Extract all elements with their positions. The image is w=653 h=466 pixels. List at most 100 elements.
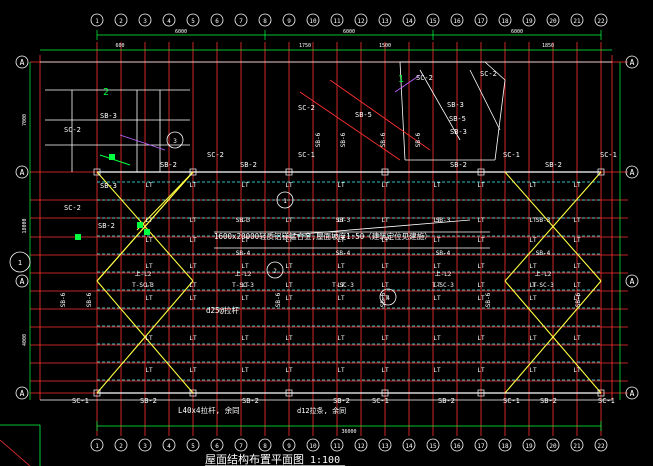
label-sb6-vertical: SB-6	[485, 292, 492, 307]
label-lt: LT	[285, 217, 293, 224]
label-lt: LT	[573, 367, 581, 374]
label-lt: LT	[337, 295, 345, 302]
axis-bubble-top	[546, 13, 560, 27]
label-lt: LT	[381, 367, 389, 374]
label-sb2-top-d: SB-2	[160, 161, 177, 169]
label-sb4: SB-4	[536, 250, 551, 257]
label-lt: LT	[337, 263, 345, 270]
axis-bubble-side	[625, 386, 639, 400]
dim-text-left: 4000	[22, 334, 28, 346]
label-lt: LT	[433, 295, 441, 302]
label-tsc3: T-SC-3	[532, 282, 554, 289]
label-lt: LT	[337, 367, 345, 374]
label-sb6-vertical: SB-6	[275, 292, 282, 307]
label-sc1-top-c: SC-1	[600, 151, 617, 159]
label-sb3-ul-b: SB-3	[100, 182, 117, 190]
label-lt: LT	[529, 282, 537, 289]
column-node	[597, 168, 605, 176]
axis-bubble-side	[15, 55, 29, 69]
axis-bubble-side	[15, 165, 29, 179]
note-d12: d12拉条, 余同	[297, 406, 346, 415]
axis-bubble-top	[594, 13, 608, 27]
note-c25: d25@拉杆	[206, 305, 240, 315]
label-sb4: SB-4	[436, 250, 451, 257]
dim-text-top: 6000	[511, 29, 523, 35]
label-lt: LT	[477, 237, 485, 244]
cross-bracing	[136, 171, 194, 231]
label-lt: LT	[433, 237, 441, 244]
label-lt: LT	[433, 335, 441, 342]
axis-number-bottom: 11	[333, 443, 341, 450]
label-sc2-ur-b: SC-2	[480, 70, 497, 78]
axis-number-bottom: 14	[405, 443, 413, 450]
label-lt: LT	[145, 335, 153, 342]
dim-text-top: 6000	[175, 29, 187, 35]
label-lt: LT	[241, 335, 249, 342]
number-1: 1	[398, 74, 404, 85]
label-sb3: SB-3	[536, 217, 551, 224]
dim-text-top: 6000	[343, 29, 355, 35]
axis-number-bottom: 17	[477, 443, 485, 450]
label-lt: LT	[189, 367, 197, 374]
label-lt: LT	[433, 263, 441, 270]
label-sb6-vertical: SB-6	[340, 132, 347, 147]
axis-number-bottom: 15	[429, 443, 437, 450]
label-lt: LT	[381, 217, 389, 224]
axis-number-top: 20	[549, 18, 557, 25]
cross-bracing	[504, 171, 602, 282]
section-callout	[166, 131, 184, 149]
axis-number-top: 6	[215, 18, 219, 25]
section-callout-text: 1	[283, 198, 287, 205]
upper-right-diag	[469, 69, 501, 131]
label-sb5-ur-b: SB-5	[449, 115, 466, 123]
label-lt: LT	[433, 217, 441, 224]
axis-bubble-side-text: A	[20, 168, 25, 177]
drawing-scale: 1:100	[310, 455, 340, 466]
label-sb3-ur: SB-3	[447, 101, 464, 109]
axis-bubble-bottom	[114, 438, 128, 452]
axis-bubble-top	[90, 13, 104, 27]
label-sb2-top-c: SB-2	[545, 161, 562, 169]
label-lt: LT	[285, 295, 293, 302]
label-lt: LT	[241, 182, 249, 189]
axis-bubble-side	[15, 386, 29, 400]
label-lt: LT	[189, 335, 197, 342]
axis-number-bottom: 16	[453, 443, 461, 450]
axis-number-bottom: 6	[215, 443, 219, 450]
column-node	[285, 389, 293, 397]
section-callout-text: 2	[273, 268, 277, 275]
label-sb2-bot-a: SB-2	[140, 397, 157, 405]
dim-text-bottom: 36000	[341, 429, 356, 435]
axis-bubble-top	[210, 13, 224, 27]
label-sl2: 上-L2	[135, 270, 152, 278]
label-sb2-bot-b: SB-2	[242, 397, 259, 405]
label-lt: LT	[241, 367, 249, 374]
label-sc2-ul: SC-2	[64, 126, 81, 134]
label-lt: LT	[241, 295, 249, 302]
label-lt: LT	[381, 335, 389, 342]
label-lt: LT	[285, 237, 293, 244]
axis-bubble-bottom	[90, 438, 104, 452]
dim-text-top-sub: 1500	[379, 43, 391, 49]
column-node	[597, 389, 605, 397]
axis-bubble-side-text: A	[630, 168, 635, 177]
label-sb4: SB-4	[336, 250, 351, 257]
label-sb3-ul: SB-3	[100, 112, 117, 120]
label-sb6-vertical: SB-6	[380, 292, 387, 307]
axis-bubble-top	[306, 13, 320, 27]
axis-bubble-top	[498, 13, 512, 27]
upper-right-diag	[299, 91, 401, 161]
axis-bubble-top	[522, 13, 536, 27]
label-lt: LT	[529, 217, 537, 224]
label-sb2-bot-d: SB-2	[438, 397, 455, 405]
label-sl2: 上-L2	[235, 270, 252, 278]
green-marker	[109, 154, 115, 160]
label-lt: LT	[381, 237, 389, 244]
label-sb4: SB-4	[236, 250, 251, 257]
label-sb6-vertical: SB-6	[575, 292, 582, 307]
label-lt: LT	[145, 182, 153, 189]
axis-bubble-bottom	[138, 438, 152, 452]
labels-layer: 屋面结构布置平面图 1:100 1600x20000轻质铝镁锰合金,屋面坡度1:…	[64, 70, 617, 466]
